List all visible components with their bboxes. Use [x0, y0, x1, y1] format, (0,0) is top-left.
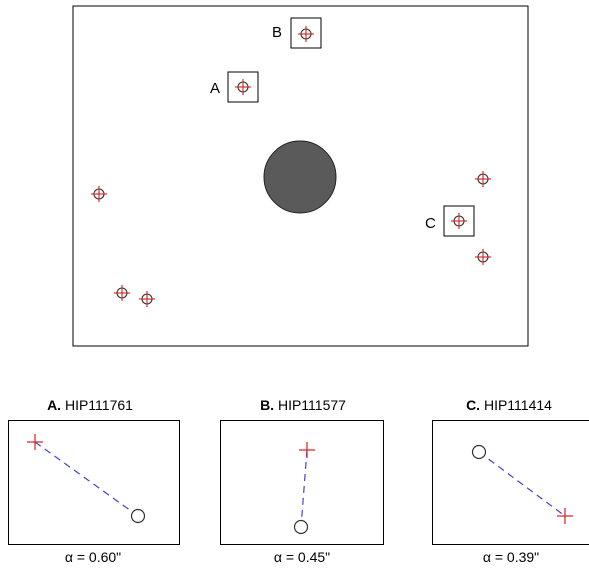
panel-a-alpha-value: 0.60" [88, 549, 122, 565]
panel-b-alpha-value: 0.45" [297, 549, 331, 565]
panel-a-alpha: α = 0.60" [3, 549, 183, 565]
panel-b-letter: B. [260, 397, 275, 413]
box-label-c: C [425, 215, 436, 232]
box-label-a: A [210, 80, 220, 97]
panel-b-offset-line [300, 449, 308, 528]
panel-b-diagram [220, 420, 384, 545]
star-4-marker [114, 285, 130, 301]
box-label-b: B [272, 24, 282, 41]
panel-c-title: C. HIP111414 [419, 397, 589, 413]
panel-c-alpha: α = 0.39" [421, 549, 589, 565]
star-1-marker [91, 186, 107, 202]
panel-c-frame [432, 420, 589, 545]
box-c [443, 205, 475, 237]
panel-c-offset-line [478, 451, 566, 517]
panel-b-alpha-symbol: α = [273, 549, 295, 565]
panel-c-circle-marker [471, 444, 487, 460]
panel-a-name: HIP111761 [64, 397, 133, 413]
panel-a-letter: A. [47, 397, 62, 413]
panel-b-circle-marker [293, 519, 309, 535]
panel-a-title: A. HIP111761 [0, 397, 180, 413]
star-3-marker [475, 249, 491, 265]
panel-a-diagram [8, 420, 180, 545]
star-b-marker [298, 26, 314, 42]
star-a-marker [235, 79, 251, 95]
panel-b-title: B. HIP111577 [213, 397, 393, 413]
star-2-marker [475, 171, 491, 187]
box-a [227, 71, 259, 103]
star-field-diagram: A B C [72, 5, 529, 347]
panel-c-alpha-symbol: α = [482, 549, 504, 565]
panel-b-alpha: α = 0.45" [212, 549, 392, 565]
star-5-marker [139, 291, 155, 307]
box-b [290, 17, 322, 49]
star-c-marker [451, 213, 467, 229]
panel-c-name: HIP111414 [483, 397, 552, 413]
panel-b-name: HIP111577 [277, 397, 346, 413]
panel-c-alpha-value: 0.39" [506, 549, 540, 565]
panel-c-diagram [432, 420, 589, 545]
planet-disk [263, 140, 337, 214]
panel-a-frame [8, 420, 180, 545]
panel-c-letter: C. [466, 397, 481, 413]
panel-a-circle-marker [130, 508, 146, 524]
panel-a-offset-line [34, 441, 139, 517]
panel-a-alpha-symbol: α = [64, 549, 86, 565]
